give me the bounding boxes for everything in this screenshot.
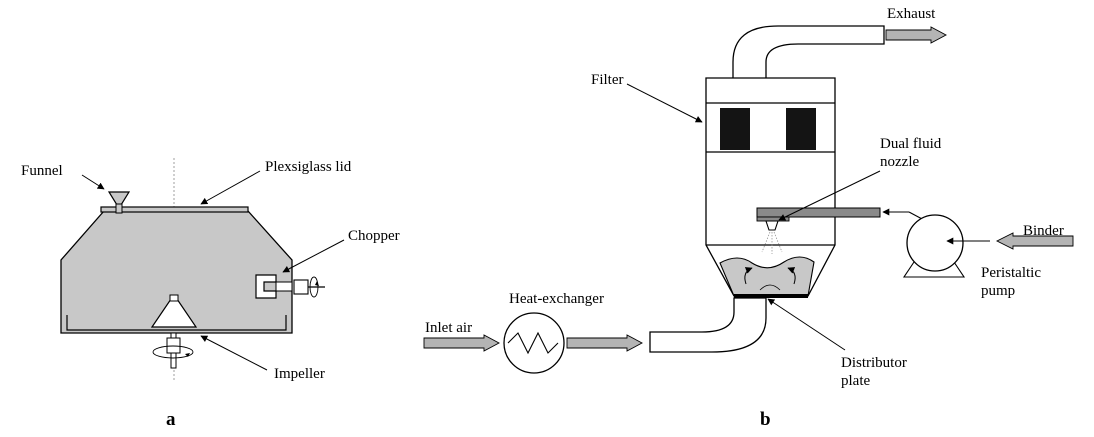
label-impeller: Impeller (274, 366, 325, 382)
rotation-arrow-icon (152, 345, 194, 359)
label-pump-line1: Peristaltic (981, 265, 1041, 281)
caption-b: b (760, 409, 771, 430)
inlet-air-arrow (423, 334, 500, 352)
label-plexiglass-lid: Plexsiglass lid (265, 159, 352, 175)
label-funnel: Funnel (21, 163, 63, 179)
binder-arrow (995, 232, 1074, 250)
panel-a-high-shear-mixer: Funnel Plexsiglass lid Chopper Impeller … (21, 158, 400, 430)
inlet-duct (649, 297, 767, 353)
chopper (255, 274, 325, 299)
label-distributor-line1: Distributor (841, 355, 907, 371)
label-chopper: Chopper (348, 228, 400, 244)
filter-right (786, 108, 816, 150)
plexiglass-lid (100, 206, 249, 213)
nozzle-bar (756, 207, 881, 218)
hot-air-arrow (566, 334, 643, 352)
exhaust-arrow (885, 26, 947, 44)
peristaltic-pump (902, 214, 990, 278)
label-nozzle-line2: nozzle (880, 154, 919, 170)
exhaust-duct (732, 25, 885, 78)
heat-exchanger (503, 312, 565, 374)
chopper-rotation-icon (309, 276, 319, 298)
fluidized-bed (719, 256, 815, 297)
label-binder: Binder (1023, 223, 1064, 239)
label-filter: Filter (591, 72, 624, 88)
distributor-plate (734, 294, 808, 298)
label-distributor-line2: plate (841, 373, 870, 389)
label-inlet-air: Inlet air (425, 320, 472, 336)
nozzle-tip (765, 220, 779, 231)
label-nozzle-line1: Dual fluid (880, 136, 942, 152)
panel-b-fluid-bed: Exhaust Filter Dual fluid nozzle Binder … (423, 6, 1074, 430)
impeller-motor (166, 337, 181, 354)
funnel (107, 191, 131, 206)
bowl-bottom-tray (66, 315, 287, 331)
caption-a: a (166, 409, 176, 430)
label-heat-exchanger: Heat-exchanger (509, 291, 604, 307)
filter-left (720, 108, 750, 150)
label-pump-line2: pump (981, 283, 1015, 299)
label-exhaust: Exhaust (887, 6, 936, 22)
